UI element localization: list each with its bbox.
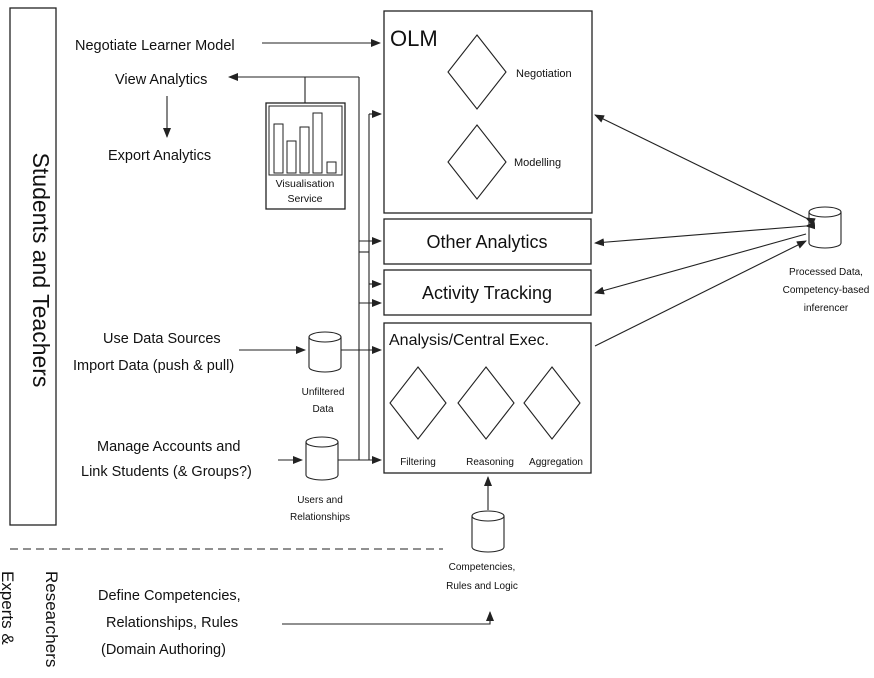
- import-data-action[interactable]: Import Data (push & pull): [73, 358, 234, 374]
- export-analytics-action[interactable]: Export Analytics: [108, 148, 211, 164]
- connectors: [163, 39, 816, 625]
- link-students-action[interactable]: Link Students (& Groups?): [81, 464, 252, 480]
- competencies-label-line1: Competencies,: [449, 562, 516, 573]
- negotiate-learner-model-action[interactable]: Negotiate Learner Model: [75, 38, 235, 54]
- aggregation-label: Aggregation: [529, 457, 583, 468]
- analysis-to-processed-arrow: [594, 240, 807, 347]
- other-analytics-label: Other Analytics: [426, 232, 547, 252]
- modelling-label: Modelling: [514, 157, 561, 169]
- visualisation-label-line2: Service: [287, 193, 322, 205]
- reasoning-label: Reasoning: [466, 457, 514, 468]
- view-analytics-action[interactable]: View Analytics: [115, 72, 207, 88]
- olm-title: OLM: [390, 26, 438, 51]
- experts-label-line2: Researchers: [42, 571, 61, 667]
- visualisation-chart-frame: [268, 105, 343, 176]
- users-relationships-label-line2: Relationships: [290, 512, 350, 523]
- negotiation-label: Negotiation: [516, 68, 572, 80]
- other-analytics-box: [383, 218, 592, 265]
- domain-authoring-action[interactable]: (Domain Authoring): [101, 642, 226, 658]
- unfiltered-data-label-line2: Data: [312, 404, 334, 415]
- aggregation-diamond: [523, 366, 581, 440]
- unfiltered-data-cylinder-icon: [308, 331, 342, 373]
- activity-tracking-label: Activity Tracking: [422, 283, 552, 303]
- reasoning-diamond: [457, 366, 515, 440]
- processed-data-label-line1: Processed Data,: [789, 267, 863, 278]
- competencies-cylinder-icon: [471, 510, 505, 553]
- modelling-diamond: [447, 124, 507, 200]
- analysis-title: Analysis/Central Exec.: [389, 332, 549, 349]
- users-relationships-cylinder-icon: [305, 436, 339, 481]
- unfiltered-data-label-line1: Unfiltered: [302, 387, 345, 398]
- manage-accounts-action[interactable]: Manage Accounts and: [97, 439, 241, 455]
- define-relationships-action[interactable]: Relationships, Rules: [106, 615, 238, 631]
- processed-data-label-line2: Competency-based: [783, 285, 870, 296]
- filtering-label: Filtering: [400, 457, 436, 468]
- use-data-sources-action[interactable]: Use Data Sources: [103, 331, 221, 347]
- students-teachers-label: Students and Teachers: [28, 153, 54, 388]
- processed-data-label-line3: inferencer: [804, 303, 849, 314]
- negotiation-diamond: [447, 34, 507, 110]
- students-teachers-box: [9, 7, 57, 526]
- processed-data-cylinder-icon: [808, 206, 842, 249]
- activity-tracking-box: [383, 269, 592, 316]
- competencies-label-line2: Rules and Logic: [446, 581, 518, 592]
- define-competencies-action[interactable]: Define Competencies,: [98, 588, 241, 604]
- processed-other-analytics-arrow: [594, 221, 816, 247]
- visualisation-label-line1: Visualisation: [276, 178, 335, 190]
- processed-activity-arrow: [594, 233, 807, 295]
- processed-olm-arrow: [594, 114, 816, 226]
- users-relationships-label-line1: Users and: [297, 495, 343, 506]
- experts-label: Experts &: [0, 571, 17, 645]
- domain-authoring-arrow: [282, 611, 494, 625]
- bar-chart-icon: [273, 112, 337, 174]
- filtering-diamond: [389, 366, 447, 440]
